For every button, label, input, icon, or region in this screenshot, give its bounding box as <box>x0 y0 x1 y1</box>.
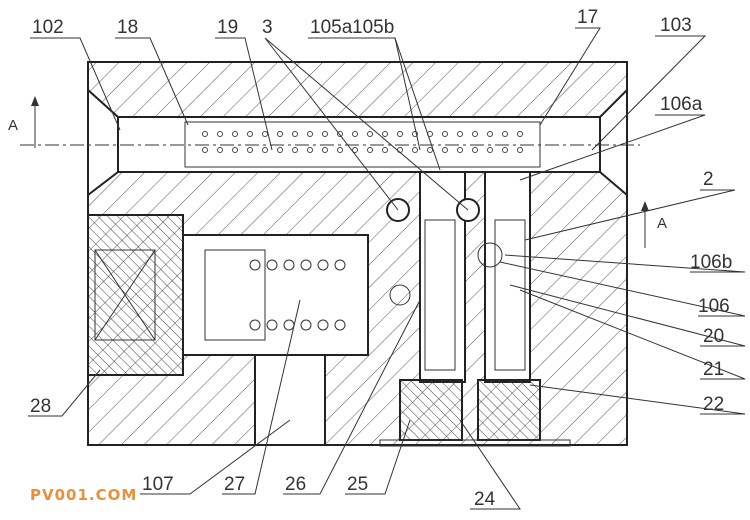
label-106: 106 <box>698 296 730 317</box>
label-25: 25 <box>347 474 368 495</box>
spool-hole <box>262 147 268 153</box>
port-107 <box>254 354 326 446</box>
label-107: 107 <box>142 474 174 495</box>
spool-hole <box>277 131 283 137</box>
spool-hole <box>427 147 433 153</box>
spool-hole <box>502 147 508 153</box>
spring-chamber <box>182 234 369 356</box>
label-2: 2 <box>703 169 714 190</box>
spool-hole <box>412 131 418 137</box>
spool-hole <box>397 131 403 137</box>
spool-hole <box>517 131 523 137</box>
label-105a: 105a <box>310 17 353 38</box>
spool-hole <box>442 147 448 153</box>
spool-hole <box>202 131 208 137</box>
plug-28 <box>87 214 184 376</box>
spool-hole <box>367 147 373 153</box>
label-17: 17 <box>577 7 598 28</box>
spool-hole <box>502 131 508 137</box>
label-102: 102 <box>32 17 64 38</box>
spool-hole <box>487 147 493 153</box>
spool-hole <box>457 131 463 137</box>
plug-22 <box>477 379 541 441</box>
section-a-left: A <box>8 117 18 134</box>
spool-hole <box>247 131 253 137</box>
spool-hole <box>352 131 358 137</box>
label-26: 26 <box>285 474 306 495</box>
spool-hole <box>472 131 478 137</box>
spool-hole <box>232 147 238 153</box>
spool-hole <box>262 131 268 137</box>
spool-hole <box>487 131 493 137</box>
label-105b: 105b <box>352 17 394 38</box>
spool-hole <box>292 131 298 137</box>
spool-hole <box>277 147 283 153</box>
leader-lines <box>28 27 746 510</box>
label-3: 3 <box>262 17 273 38</box>
label-18: 18 <box>117 17 138 38</box>
spool-hole <box>322 147 328 153</box>
plug-25 <box>399 379 463 441</box>
section-a-right: A <box>657 215 667 232</box>
spool-hole <box>442 131 448 137</box>
spool-hole <box>217 147 223 153</box>
spring-27 <box>249 259 346 331</box>
spool-hole <box>307 131 313 137</box>
spool-hole <box>472 147 478 153</box>
spool-hole <box>457 147 463 153</box>
label-21: 21 <box>703 359 724 380</box>
spool-hole <box>382 147 388 153</box>
spool-hole <box>247 147 253 153</box>
spool-hole <box>382 131 388 137</box>
spool-hole <box>232 131 238 137</box>
label-19: 19 <box>217 17 238 38</box>
label-24: 24 <box>474 489 496 510</box>
spool-hole <box>202 147 208 153</box>
label-106b: 106b <box>690 252 732 273</box>
spool-hole <box>322 131 328 137</box>
cartridge-right <box>484 171 531 383</box>
spool-hole <box>352 147 358 153</box>
spool-hole <box>412 147 418 153</box>
label-103: 103 <box>660 15 692 36</box>
label-106a: 106a <box>660 94 703 115</box>
spool-hole <box>217 131 223 137</box>
label-22: 22 <box>703 394 724 415</box>
watermark: PV001.COM <box>30 486 137 504</box>
label-28: 28 <box>30 396 51 417</box>
spool-hole <box>337 147 343 153</box>
spool-hole <box>292 147 298 153</box>
spool-hole <box>307 147 313 153</box>
spool-hole <box>367 131 373 137</box>
spool-hole <box>517 147 523 153</box>
label-20: 20 <box>703 326 724 347</box>
label-27: 27 <box>224 474 245 495</box>
spool-hole <box>337 131 343 137</box>
spool-holes: /* placeholder */ <box>202 131 523 153</box>
